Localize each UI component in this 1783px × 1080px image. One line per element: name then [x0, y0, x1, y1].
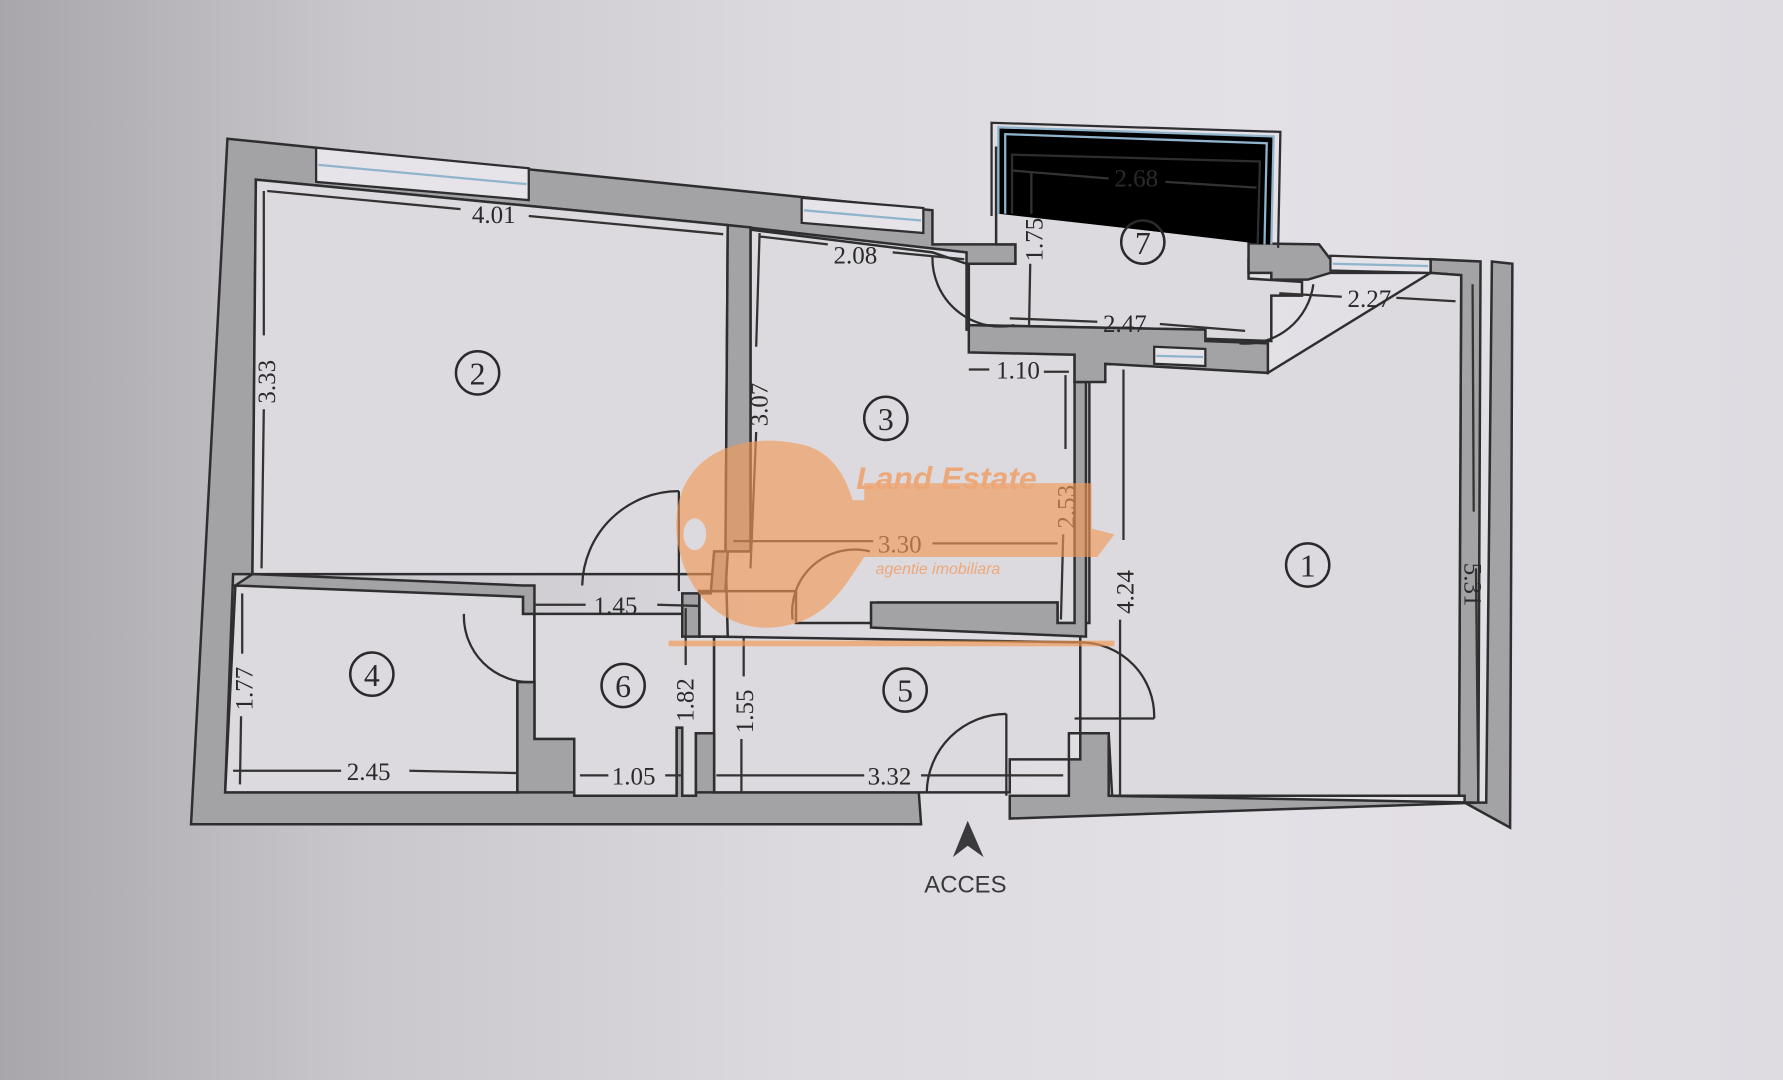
door-room4	[462, 613, 533, 684]
svg-text:2: 2	[470, 357, 486, 392]
dim-room4-width: 2.45	[347, 759, 391, 786]
dim-room6-width: 1.45	[594, 593, 638, 620]
watermark-subtitle: agentie imobiliara	[876, 561, 1001, 578]
dim-room1-height: 5.31	[1459, 563, 1486, 607]
door-room7-right	[1239, 284, 1315, 345]
dim-room3-height: 3.07	[747, 383, 774, 427]
svg-text:5: 5	[897, 674, 913, 709]
room-5-area	[712, 635, 1082, 794]
svg-text:3: 3	[878, 402, 894, 437]
room-labels: 1 2 3 4 5 6 7	[348, 219, 1331, 713]
door-room2	[581, 489, 679, 586]
room-2: 2	[454, 350, 501, 396]
access-label: ACCES	[924, 871, 1006, 898]
dim-room4-height: 1.77	[231, 667, 258, 711]
dim-room7-height: 1.75	[1022, 218, 1049, 262]
dim-room5-width: 3.32	[868, 763, 912, 790]
windows	[314, 121, 1432, 368]
watermark-brand: Land Estate	[856, 460, 1036, 496]
dim-room1-inner-height: 4.24	[1113, 570, 1140, 614]
dim-room6-bottom: 1.05	[612, 763, 656, 790]
key-logo-icon	[676, 440, 1115, 628]
room-5: 5	[882, 667, 929, 713]
watermark: Land Estate agentie imobiliara	[668, 440, 1115, 647]
room-3: 3	[862, 395, 909, 442]
dim-room6-height: 1.82	[673, 678, 700, 722]
dim-room3-width: 2.08	[834, 243, 878, 270]
room-7: 7	[1119, 219, 1166, 265]
svg-text:4: 4	[364, 658, 380, 693]
entrance-door	[925, 712, 1007, 793]
dim-room7-top: 2.68	[1114, 165, 1158, 192]
room-2-area	[251, 178, 730, 576]
door-room7	[931, 256, 1015, 328]
dim-room2-width: 4.01	[472, 202, 516, 229]
svg-text:1: 1	[1300, 549, 1316, 584]
room-1: 1	[1284, 542, 1331, 588]
dim-room5-height: 1.55	[732, 690, 759, 734]
svg-text:7: 7	[1135, 226, 1151, 261]
room-6: 6	[600, 662, 646, 709]
dim-room3-inner: 1.10	[996, 358, 1040, 385]
arrow-up-icon	[952, 820, 984, 858]
dim-room1-top: 2.27	[1347, 286, 1391, 313]
room-4: 4	[348, 651, 395, 697]
dim-room7-bottom: 2.47	[1103, 311, 1147, 338]
access-marker: ACCES	[924, 820, 1007, 898]
svg-text:6: 6	[615, 669, 631, 704]
dim-room2-height: 3.33	[254, 360, 281, 404]
